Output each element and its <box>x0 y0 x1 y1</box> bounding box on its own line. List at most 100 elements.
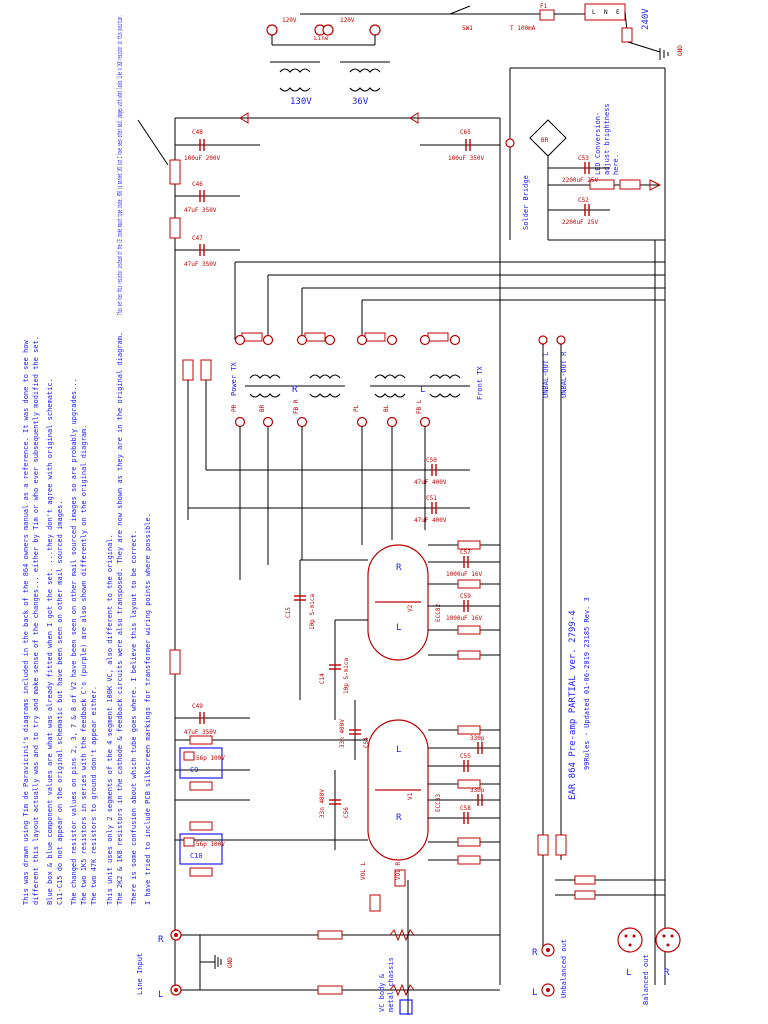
v1-r-top <box>457 725 481 735</box>
otx-coil-7 <box>374 393 406 398</box>
v2-r-label: R <box>396 563 402 573</box>
otx-pin-bl <box>386 416 398 428</box>
note-6: The two 1K5 resistors in series with the… <box>80 425 88 905</box>
earth-wire <box>627 41 661 53</box>
note-8: This unit uses only 2 segments of the 4 … <box>106 534 114 905</box>
unbal-out-jack-r-pin <box>546 948 550 952</box>
xlr-l-label: L <box>626 968 631 978</box>
led-note-3: here. <box>612 154 620 175</box>
c10-r <box>183 837 195 847</box>
xlr-l-pin-1 <box>624 934 628 938</box>
otx-l-label: L <box>420 385 425 395</box>
primary-windings: 120V 120V Line <box>266 17 381 46</box>
bridge-label: BR <box>541 137 549 144</box>
title-block: EAR 864 Pre-amp PARTIAL ver. 2799-4 99Ru… <box>568 597 591 800</box>
v2-l-label: L <box>396 623 401 633</box>
unbal-l-term <box>538 335 548 345</box>
pri-line-label: Line <box>314 35 329 42</box>
c49-label: C49 <box>192 703 203 710</box>
pin-fbl-label: FB L <box>416 399 423 414</box>
otx-term-6 <box>386 334 398 346</box>
c54-label: C54 <box>363 737 370 748</box>
ptx-coil-4 <box>349 87 381 92</box>
tube-v2: R L V2 ECC82 C57 1000uF 16V C59 1000uF 1… <box>300 540 500 661</box>
c52-label: C52 <box>578 197 589 204</box>
vc-l-track <box>389 983 415 997</box>
out-res-2 <box>555 834 567 856</box>
c58-value: 330p <box>470 787 485 794</box>
c49-value: 47uF 350V <box>184 729 217 736</box>
c9-value: 56p 100V <box>196 755 225 762</box>
input-l-label: L <box>158 990 163 1000</box>
diode-1 <box>239 112 249 124</box>
xlr-l-pin-3 <box>628 943 632 947</box>
c14-value: 10p S-mica <box>343 657 350 694</box>
xlr-r-pin-1 <box>662 934 666 938</box>
diode-2 <box>409 112 419 124</box>
c49-section: C49 47uF 350V <box>169 649 250 736</box>
note-4: C11-C15 do not appear on the original sc… <box>56 500 64 905</box>
blue-box-c10 <box>179 833 223 865</box>
pri-term-4 <box>369 24 381 36</box>
v1-label: V1 <box>407 792 414 800</box>
solder-bridge-label: Solder Bridge <box>522 175 530 230</box>
r-mid-1 <box>182 359 194 381</box>
mains-e-label: E <box>616 9 620 16</box>
note-10: There is some confusion about which tube… <box>130 530 138 905</box>
input-r-label: R <box>158 935 164 945</box>
pin-bl-label: BL <box>383 404 390 412</box>
unbal-out-l-label: L <box>532 988 537 998</box>
bal-out-label: Balanced out <box>642 954 650 1005</box>
c9-r <box>183 751 195 761</box>
c10-label: C10 <box>190 852 203 860</box>
solder-bridge-pt <box>505 138 515 148</box>
otx-coil-1 <box>249 374 281 379</box>
c10-value: 56p 100V <box>196 841 225 848</box>
notes-block: This was drawn using Tim de Paravicini's… <box>22 332 152 905</box>
line-input-label: Line Input <box>136 953 144 995</box>
switch-sw1 <box>449 5 471 15</box>
r-choke-sub <box>169 159 181 185</box>
pri-term-3 <box>322 24 334 36</box>
v1-envelope <box>367 719 429 861</box>
unbal-out-label: Unbalanced out <box>560 939 568 998</box>
otx-term-4 <box>324 334 336 346</box>
ptx-coil-2 <box>349 68 381 73</box>
c53-value: 2200uF 25V <box>562 177 599 184</box>
resistor-note-text: This set has this resistor instead of th… <box>116 15 124 315</box>
power-transformer: 130V 36V <box>270 61 390 107</box>
note-pointer <box>137 119 169 166</box>
r-ht-2 <box>169 217 181 239</box>
led-note-1: LED Conversion- <box>594 112 602 175</box>
vol-r-label: VOL R <box>395 862 402 880</box>
xlr-l-pin-2 <box>632 934 636 938</box>
otx-r4 <box>427 332 449 342</box>
input-gnd-label: GND <box>227 957 234 968</box>
ptx-coil-1 <box>279 68 311 73</box>
output-section: R L Unbalanced out L R Balanced out <box>532 834 681 1005</box>
c52-value: 2200uF 25V <box>562 219 599 226</box>
c51-value: 47uF 400V <box>414 517 447 524</box>
otx-pin-pl <box>356 416 368 428</box>
r-mid-2 <box>200 359 212 381</box>
mains-n-label: N <box>604 9 608 16</box>
c51-label: C51 <box>426 495 437 502</box>
xlr-r-pin-3 <box>666 943 670 947</box>
tube-v1: L R V1 ECC83 330p C55 330p C58 <box>335 719 500 865</box>
ptx-coil-3 <box>279 87 311 92</box>
c65-value: 100uF 350V <box>448 155 485 162</box>
lv-rectifier: BR Solder Bridge LED Conversion- adjust … <box>505 67 666 985</box>
v2-r-top <box>457 540 481 550</box>
bb-r-2 <box>189 821 213 831</box>
coupling-caps: 33n 400V C54 33n 400V C56 <box>319 700 370 850</box>
otx-coil-3 <box>374 374 406 379</box>
c46-label: C46 <box>192 181 203 188</box>
c53-label: C53 <box>578 155 589 162</box>
mains-section: L N E 240V F1 T 100mA SW1 GND <box>300 3 684 60</box>
unbal-out-jack-l-pin <box>546 988 550 992</box>
sec-36v: 36V <box>352 97 369 107</box>
unbal-out-l-label: UNBAL-OUT L <box>542 352 550 398</box>
input-r-res <box>317 930 343 940</box>
c55-value: 330p <box>470 735 485 742</box>
